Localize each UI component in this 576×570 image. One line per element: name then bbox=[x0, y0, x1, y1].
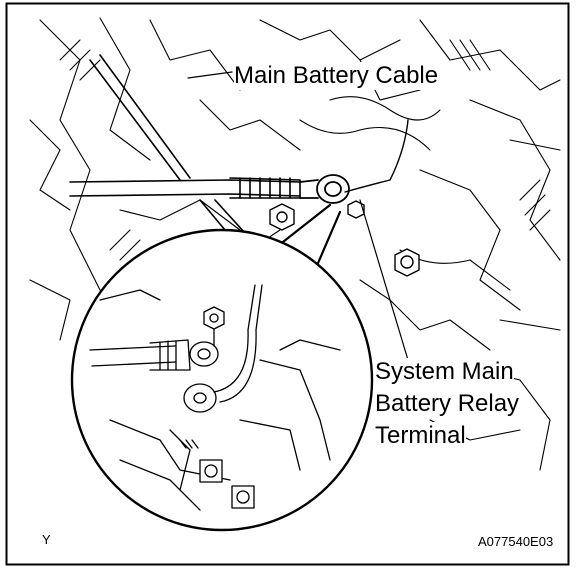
figure-code: A077540E03 bbox=[478, 534, 554, 550]
relay-label-line-2: Battery Relay bbox=[375, 390, 520, 419]
detail-sketch bbox=[89, 284, 341, 511]
relay-wire bbox=[344, 119, 409, 193]
relay-leader-line bbox=[359, 199, 409, 361]
detail-magnifier-circle bbox=[70, 228, 374, 532]
terminal-lug bbox=[299, 174, 350, 204]
relay-label-line-1: System Main bbox=[375, 358, 514, 387]
cable-leader-line bbox=[187, 71, 233, 79]
view-direction-mark: Y bbox=[42, 532, 51, 548]
relay-label-line-3: Terminal bbox=[375, 422, 466, 451]
main-battery-cable-label: Main Battery Cable bbox=[234, 62, 439, 91]
